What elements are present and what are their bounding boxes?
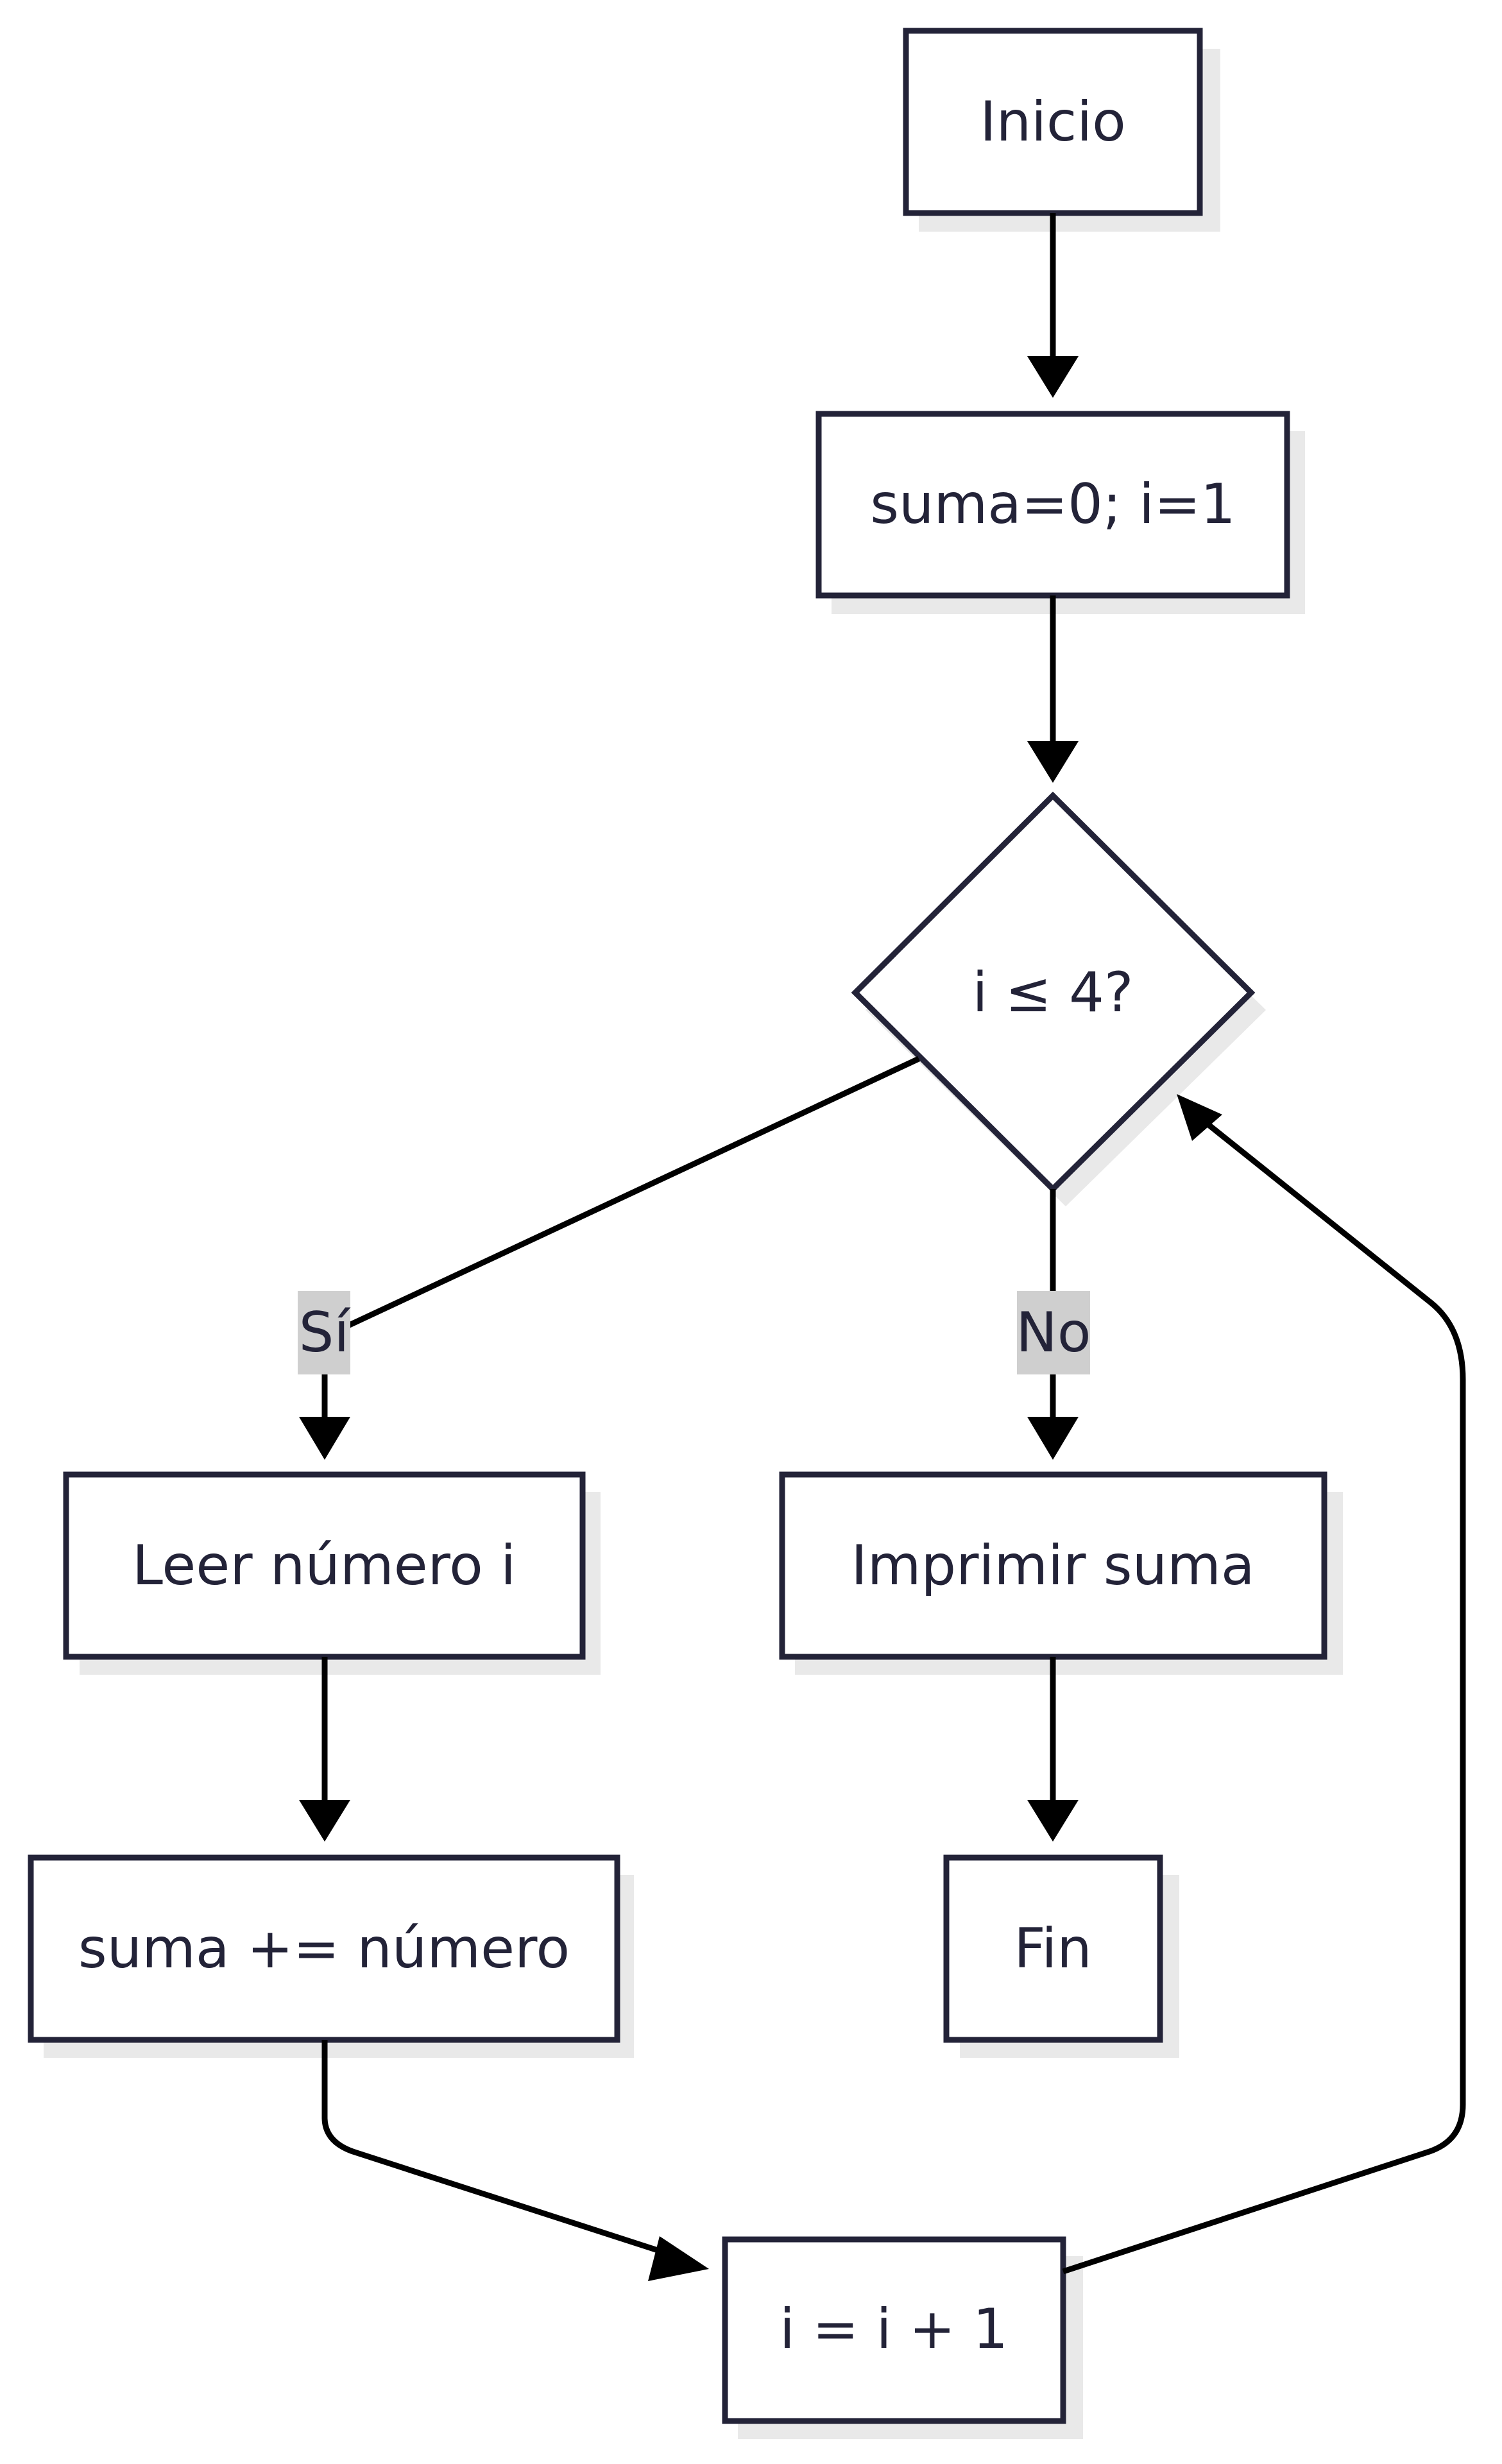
edge-decision-to-read xyxy=(299,1056,920,1460)
edge-start-to-init xyxy=(1027,213,1079,398)
edge-accumulate-to-increment xyxy=(321,2040,709,2281)
node-start: Inicio xyxy=(903,28,1220,232)
node-accumulate: suma += número xyxy=(28,1854,634,2058)
node-read: Leer número i xyxy=(63,1471,601,1675)
node-print: Imprimir suma xyxy=(779,1471,1343,1675)
node-print-label: Imprimir suma xyxy=(851,1534,1254,1598)
node-increment-label: i = i + 1 xyxy=(780,2297,1008,2361)
edge-print-to-end xyxy=(1027,1657,1079,1842)
node-decision-label: i ≤ 4? xyxy=(973,961,1134,1025)
node-end: Fin xyxy=(943,1854,1179,2058)
node-end-label: Fin xyxy=(1014,1917,1092,1981)
edge-init-to-decision xyxy=(1027,595,1079,783)
node-decision: i ≤ 4? xyxy=(851,791,1266,1206)
edge-label-yes: Sí xyxy=(298,1291,351,1374)
edge-label-no: No xyxy=(1016,1291,1091,1374)
node-read-label: Leer número i xyxy=(132,1534,516,1598)
node-start-label: Inicio xyxy=(980,90,1126,154)
node-increment: i = i + 1 xyxy=(722,2236,1083,2439)
edge-label-no-text: No xyxy=(1016,1301,1091,1365)
edge-label-yes-text: Sí xyxy=(299,1301,352,1365)
edge-increment-to-decision xyxy=(1062,1094,1466,2275)
node-init: suma=0; i=1 xyxy=(815,411,1305,614)
node-accumulate-label: suma += número xyxy=(78,1917,570,1981)
edge-read-to-accumulate xyxy=(299,1657,350,1842)
node-init-label: suma=0; i=1 xyxy=(870,472,1236,536)
